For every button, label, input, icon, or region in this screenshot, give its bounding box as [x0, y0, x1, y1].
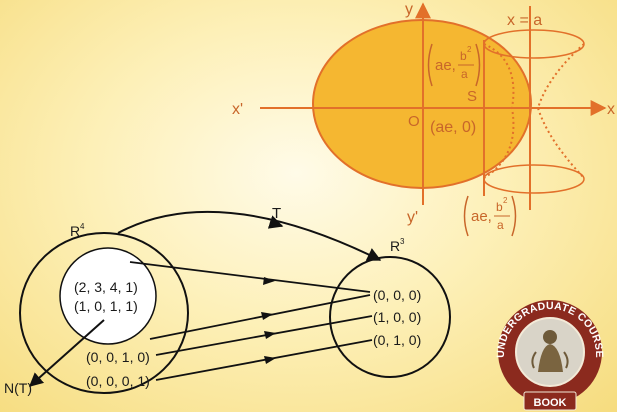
y-axis-label: y: [405, 1, 413, 18]
codomain-vector-1: (0, 0, 0): [373, 287, 421, 303]
paren-right: [475, 43, 481, 87]
y-prime-label: y': [407, 209, 418, 226]
latus-top-label: ae, b 2 a: [427, 43, 481, 87]
badge-bottom-text: BOOK: [534, 397, 567, 409]
directrix-label: x = a: [507, 12, 542, 29]
ellipse-figure: y y' x x' O S x = a (ae, 0) ae, b 2 a ae…: [232, 1, 615, 237]
latus-bottom-prefix: ae,: [471, 208, 492, 225]
paren-left: [463, 195, 469, 237]
codomain-vector-2: (1, 0, 0): [373, 309, 421, 325]
arrowhead: [264, 331, 276, 339]
kernel-label: N(T): [4, 380, 32, 396]
x-prime-label: x': [232, 101, 243, 118]
domain-label: R: [70, 223, 80, 239]
arrowhead: [264, 356, 276, 364]
domain-vector-2: (0, 0, 0, 1): [86, 373, 150, 389]
domain-exp: 4: [80, 222, 85, 231]
codomain-label: R: [390, 238, 400, 254]
mapping-figure: T R 4 R 3 N(T) (2, 3, 4, 1) (1, 0, 1, 1)…: [4, 205, 451, 396]
course-badge: UNDERGRADUATE COURSE BOOK: [495, 300, 605, 411]
latus-bottom-den: a: [497, 218, 504, 232]
codomain-exp: 3: [400, 237, 405, 246]
latus-top-prefix: ae,: [435, 57, 456, 74]
latus-top-exp: 2: [467, 45, 472, 54]
paren-left: [427, 43, 433, 87]
arrow-kernel-to-zero: [129, 261, 371, 293]
origin-label: O: [408, 113, 420, 130]
kernel-arrow: [28, 319, 105, 387]
badge-ribbon: [523, 391, 577, 411]
latus-top-num: b: [460, 49, 467, 63]
codomain-vector-3: (0, 1, 0): [373, 332, 421, 348]
badge-figure-icon: [531, 330, 569, 372]
latus-bottom-label: ae, b 2 a: [463, 195, 517, 237]
arrowhead: [263, 277, 275, 285]
mapping-t-arc: [117, 210, 382, 261]
latus-bottom-exp: 2: [503, 196, 508, 205]
dotted-curve-right: [536, 43, 585, 179]
arrowhead: [261, 312, 273, 320]
map-label: T: [272, 205, 281, 222]
arrow-kernel2-to-zero: [149, 294, 371, 340]
t-arrow-mid: [267, 215, 284, 229]
arrow-e3-to-e1: [155, 315, 373, 356]
latus-bottom-num: b: [496, 200, 503, 214]
focus-label: S: [467, 88, 477, 105]
focus-point-label: (ae, 0): [430, 119, 476, 136]
codomain-set-r3: [329, 256, 451, 378]
kernel-vector-1: (2, 3, 4, 1): [74, 279, 138, 295]
x-axis-label: x: [607, 101, 615, 118]
cylinder-bottom-ellipse: [483, 164, 585, 194]
latus-top-den: a: [461, 67, 468, 81]
paren-right: [511, 195, 517, 237]
domain-set-r4: [19, 232, 189, 394]
dotted-curve-left: [483, 43, 515, 179]
arrow-e4-to-e2: [155, 339, 373, 381]
kernel-vector-2: (1, 0, 1, 1): [74, 298, 138, 314]
kernel-set-circle: [59, 247, 157, 345]
domain-vector-1: (0, 0, 1, 0): [86, 349, 150, 365]
